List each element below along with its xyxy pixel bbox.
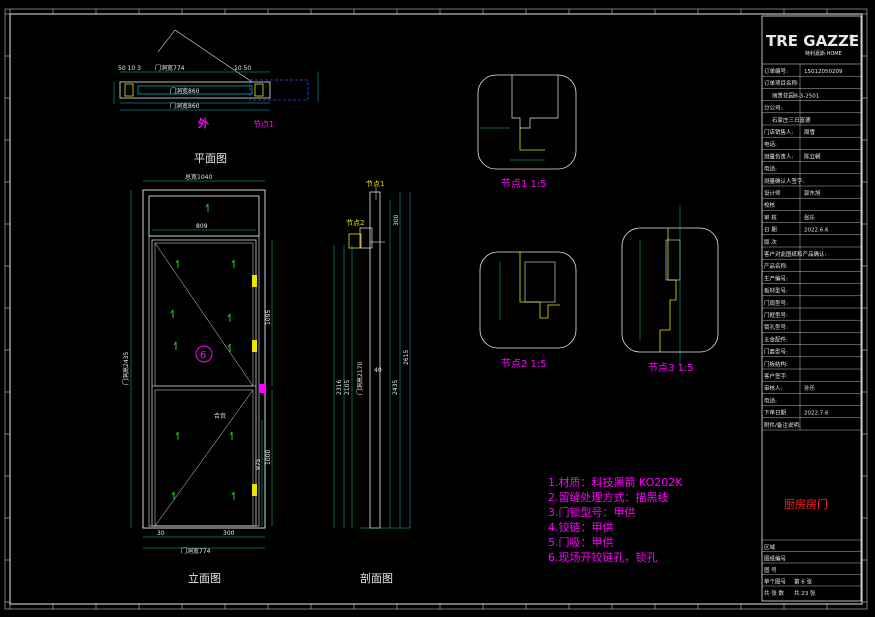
- title-block-label: 订单项目名称:: [764, 79, 799, 87]
- note-line: 4.铰链：甲供: [548, 520, 614, 534]
- section-view-title: 剖面图: [360, 571, 393, 585]
- title-block-value: 2022.6.6: [804, 228, 829, 234]
- title-block-label: 门扇型号:: [764, 299, 788, 307]
- elev-dim-300: 300: [223, 530, 235, 537]
- node1-detail: 节点1 1:5: [477, 74, 577, 190]
- node3-title: 节点3 1:5: [648, 362, 694, 374]
- title-block-label: 版 次: [764, 238, 777, 246]
- sec-dim-2105: 2105: [344, 380, 351, 395]
- plan-dim-860b: 门洞宽860: [170, 102, 200, 110]
- elev-dim-809: 809: [196, 223, 208, 230]
- title-block-label: 测量负责人:: [764, 152, 794, 160]
- title-block-bottom-label: 单个图号: [764, 578, 787, 586]
- title-block-label: 分公司:: [764, 104, 783, 112]
- sec-dim-300: 300: [393, 214, 400, 226]
- title-block-label: 锁孔型号:: [764, 323, 788, 331]
- elev-dim-975: 975: [255, 458, 262, 470]
- title-block-value: 郭东旭: [804, 189, 821, 197]
- sec-dim-40: 40: [374, 367, 382, 374]
- title-block-label: 门套型号:: [764, 348, 788, 356]
- title-block-value: 孙乐: [804, 384, 816, 392]
- plan-dim-860: 门洞宽860: [170, 87, 200, 95]
- elev-dim-30: 30: [157, 530, 165, 537]
- sec-dim-2316: 2316: [336, 380, 343, 395]
- drawing-frame: [4, 8, 868, 610]
- node2-title: 节点2 1:5: [501, 358, 547, 370]
- registered-mark: ®: [848, 34, 855, 42]
- title-block-bottom-label: 图 号: [764, 566, 777, 574]
- title-block-bottom-value: 共 23 张: [794, 589, 816, 597]
- hinge-label: 合页: [214, 412, 226, 420]
- title-block-label: 电话:: [764, 396, 777, 404]
- title-block-label: 审 核: [764, 213, 777, 221]
- title-block-label: 客户签字:: [764, 372, 788, 380]
- elevation-view-title: 立面图: [188, 571, 221, 585]
- section-view: 节点1 节点2 2316 2105 门洞高2170 2435 2615 300 …: [333, 180, 411, 585]
- title-block-bottom-value: 第 6 张: [794, 578, 812, 586]
- company-logo: TRE GAZZE: [766, 32, 859, 50]
- title-block-label: 电话:: [764, 140, 777, 148]
- room-name: 厨房房门: [784, 497, 828, 511]
- outside-label: 外: [197, 116, 209, 130]
- section-node2-label: 节点2: [346, 219, 364, 227]
- elev-dim-774: 门洞宽774: [181, 547, 211, 555]
- title-block-value: 石家庄三日富德: [772, 116, 811, 124]
- company-logo-sub: 特利嘉斯·HOME: [805, 50, 842, 57]
- title-block-label: 门板结构:: [764, 360, 788, 368]
- title-block-label: 测量确认人签字:: [764, 177, 805, 185]
- plan-dim-left: 50 10 3: [118, 65, 141, 72]
- note-line: 6.现场开铰链孔，锁孔: [548, 550, 658, 564]
- elev-dim-total-width: 总宽1040: [185, 173, 212, 181]
- node3-detail: 节点3 1:5: [621, 205, 719, 374]
- plan-dim-right: 10 50: [234, 65, 251, 72]
- title-block-value: 周雪: [804, 129, 816, 136]
- title-block-label: 客户对此图纸和产品确认:: [764, 250, 827, 258]
- note-line: 2.留缝处理方式：描黑线: [548, 490, 669, 504]
- section-node1-label: 节点1: [366, 180, 384, 188]
- node1-ref-label: 节点1: [253, 120, 274, 129]
- title-block-value: 丽景花园B-3-2501: [772, 91, 819, 99]
- title-block-label: 附件/备注说明:: [764, 421, 801, 429]
- notes-block: 1.材质：科技黑箭 KO202K2.留缝处理方式：描黑线3.门锁型号：甲供4.铰…: [548, 475, 683, 564]
- title-block-label: 产品名称:: [764, 262, 788, 270]
- title-block-bottom-label: 共 张 数: [764, 589, 784, 597]
- title-block-value: 陈云朝: [804, 152, 821, 160]
- title-block-label: 订单编号:: [764, 67, 788, 75]
- door-number: 6: [200, 350, 206, 361]
- title-block-label: 下单日期: [764, 409, 787, 417]
- node2-detail: 节点2 1:5: [479, 251, 577, 370]
- title-block-label: 日 期: [764, 227, 777, 234]
- sec-dim-2435: 2435: [392, 380, 399, 395]
- title-block-label: 审核人:: [764, 384, 783, 392]
- sec-dim-2615: 2615: [403, 350, 410, 365]
- plan-dim-774: 门洞宽774: [155, 64, 185, 72]
- title-block-label: 五金配件:: [764, 335, 788, 343]
- title-block-label: 板材型号:: [764, 287, 788, 295]
- plan-view-title: 平面图: [194, 152, 227, 165]
- plan-view: 门洞宽774 50 10 3 10 50 门洞宽860 门洞宽860 外 节点1…: [113, 29, 319, 165]
- sec-dim-inner: 门洞高2170: [356, 362, 364, 395]
- title-block-label: 门店销售人:: [764, 128, 794, 136]
- title-block-bottom-label: 图纸编号: [764, 555, 787, 563]
- title-block-label: 校核: [764, 201, 776, 209]
- title-block: TRE GAZZE ® 特利嘉斯·HOME 订单编号: 15012050209 订单…: [761, 15, 862, 602]
- title-block-value: 张乐: [804, 213, 816, 221]
- title-block-bottom-label: 区域: [764, 543, 776, 551]
- elev-dim-height: 门洞高2435: [122, 352, 130, 385]
- node1-title: 节点1 1:5: [501, 178, 547, 190]
- title-block-value: 2022.7.6: [804, 411, 829, 417]
- elevation-view: 6 合页 总宽1040 809 门洞宽774 30 300 门洞高2435 10…: [122, 173, 273, 585]
- title-block-label: 电话:: [764, 165, 777, 173]
- note-line: 1.材质：科技黑箭 KO202K: [548, 475, 683, 489]
- title-block-value: 15012050209: [804, 69, 843, 75]
- title-block-label: 门框型号:: [764, 311, 788, 319]
- elev-dim-1000: 1000: [265, 450, 272, 465]
- title-block-label: 生产编号:: [764, 274, 788, 282]
- title-block-label: 设计师: [764, 189, 781, 197]
- elev-dim-1095: 1095: [265, 310, 272, 325]
- note-line: 5.门吸：甲供: [548, 535, 614, 549]
- note-line: 3.门锁型号：甲供: [548, 505, 636, 519]
